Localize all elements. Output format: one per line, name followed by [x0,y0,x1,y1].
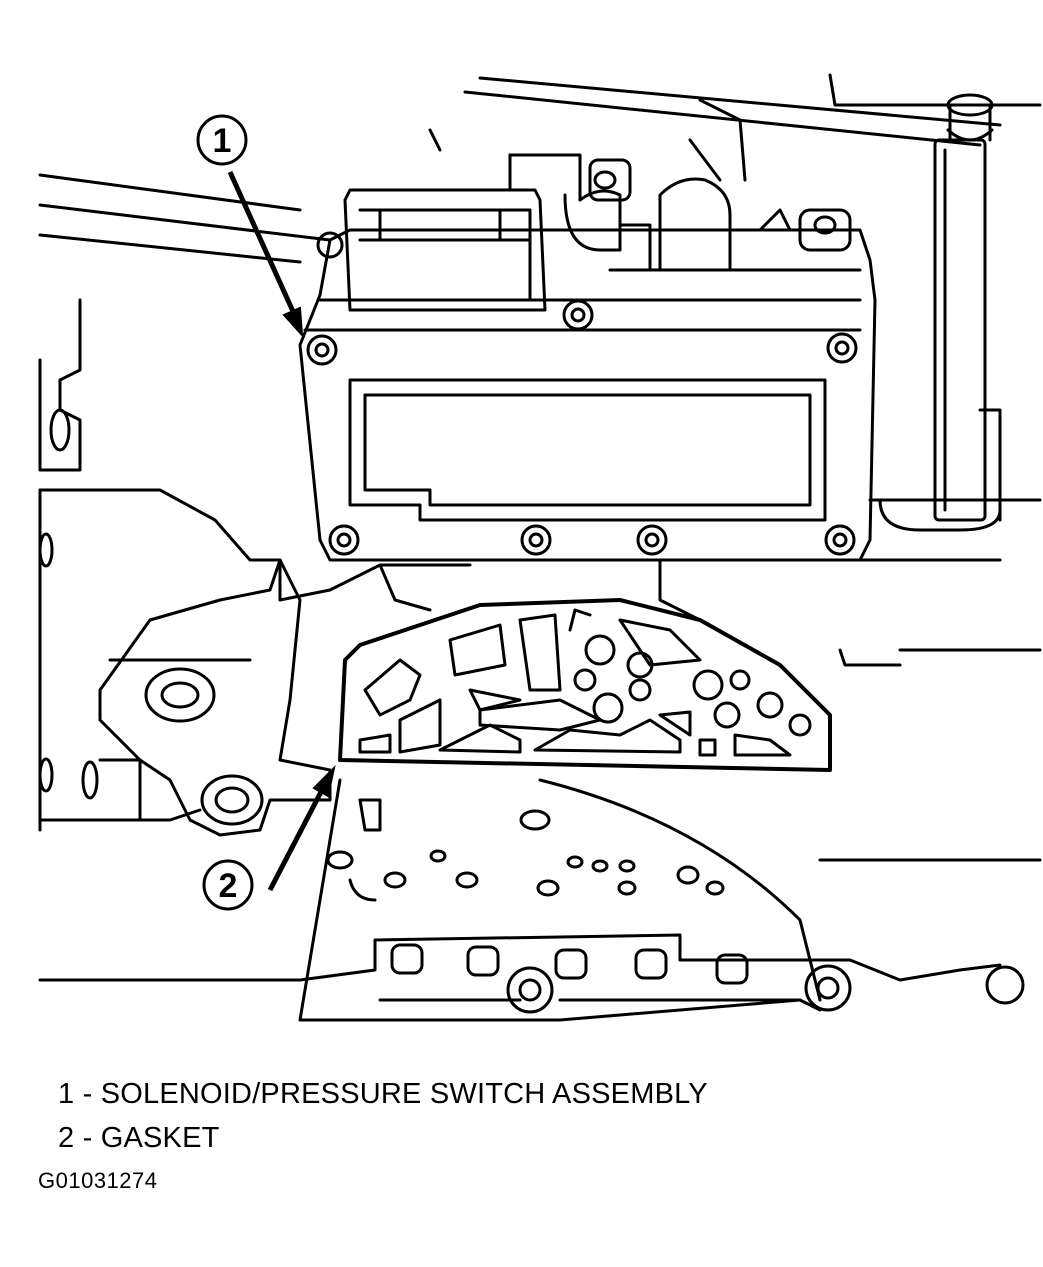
valve-body [298,778,1025,1022]
transmission-case-outline [38,73,1042,982]
figure-id: G01031274 [38,1168,158,1193]
legend-item-1: 1 - SOLENOID/PRESSURE SWITCH ASSEMBLY [58,1078,708,1110]
callout-1-circle [196,114,248,166]
callout-1-number: 1 [213,122,232,160]
assembly-bolts [306,231,858,556]
parts-legend: 1 - SOLENOID/PRESSURE SWITCH ASSEMBLY 2 … [58,1072,708,1160]
legend-item-2: 2 - GASKET [58,1122,220,1154]
solenoid-pressure-switch-assembly [298,153,877,562]
mount-bracket [81,558,332,837]
shift-rod [878,93,1002,532]
callout-1: 1 [196,114,304,338]
callout-1-leader-arrow [227,170,299,320]
callout-2-leader-arrow [267,788,325,892]
gasket [338,598,832,772]
callout-2: 2 [202,764,336,911]
exploded-view-drawing: 1 2 [38,73,1042,1022]
callout-2-number: 2 [219,867,238,905]
callout-2-circle [202,859,254,911]
